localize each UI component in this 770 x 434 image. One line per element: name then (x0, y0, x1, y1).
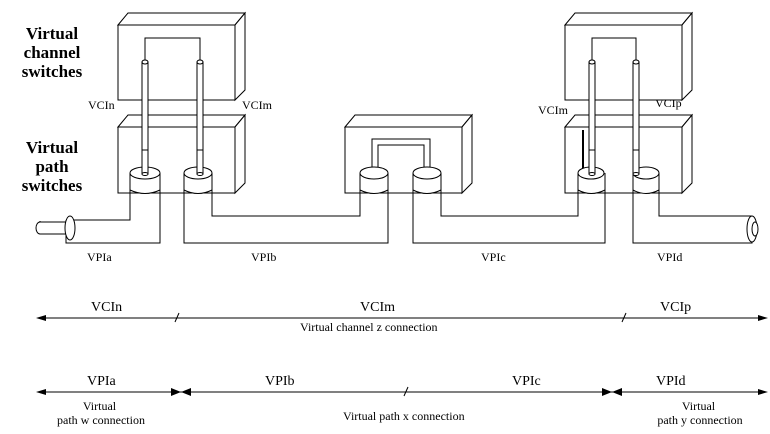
path-segment-vpia: VPIa (87, 374, 117, 389)
path-connection-row: VPIa VPIb VPIc VPId Virtual path w conne… (36, 374, 768, 427)
vpi-label-b: VPIb (251, 250, 276, 264)
path-y-caption: Virtual path y connection (657, 399, 742, 427)
virtual-channel-switches-text: Virtual channel switches (21, 24, 83, 81)
vpi-label-a: VPIa (87, 250, 112, 264)
channel-connection-row: VCIn VCIm VCIp Virtual channel z connect… (36, 300, 768, 334)
vci-label-right-p: VCIp (655, 96, 682, 110)
vc-switch-left (116, 11, 247, 102)
channel-connection-caption: Virtual channel z connection (300, 320, 438, 334)
path-y-caption-line1: Virtual (682, 399, 716, 413)
vp-cables (35, 190, 759, 244)
channel-segment-vcin: VCIn (91, 300, 122, 315)
vp-ports (129, 149, 660, 194)
vp-switch-middle (343, 113, 474, 195)
channel-segment-vcip: VCIp (660, 300, 691, 315)
path-w-caption-line1: Virtual (83, 399, 117, 413)
vpi-label-c: VPIc (481, 250, 506, 264)
vci-label-left-n: VCIn (88, 98, 115, 112)
path-w-caption: Virtual path w connection (57, 399, 145, 427)
path-y-caption-line2: path y connection (657, 413, 742, 427)
path-x-caption: Virtual path x connection (343, 409, 465, 423)
virtual-path-switches-text: Virtual path switches (21, 138, 83, 195)
channel-segment-vcim: VCIm (360, 300, 395, 315)
path-segment-vpic: VPIc (512, 374, 541, 389)
path-segment-vpib: VPIb (265, 374, 295, 389)
vci-label-left-m: VCIm (242, 98, 273, 112)
vci-label-right-m: VCIm (538, 103, 569, 117)
virtual-path-switches-label: Virtual path switches (2, 138, 102, 195)
path-w-caption-line2: path w connection (57, 413, 145, 427)
vpi-label-d: VPId (657, 250, 682, 264)
virtual-channel-switches-label: Virtual channel switches (2, 24, 102, 81)
path-segment-vpid: VPId (656, 374, 686, 389)
vc-switch-right (563, 11, 694, 102)
